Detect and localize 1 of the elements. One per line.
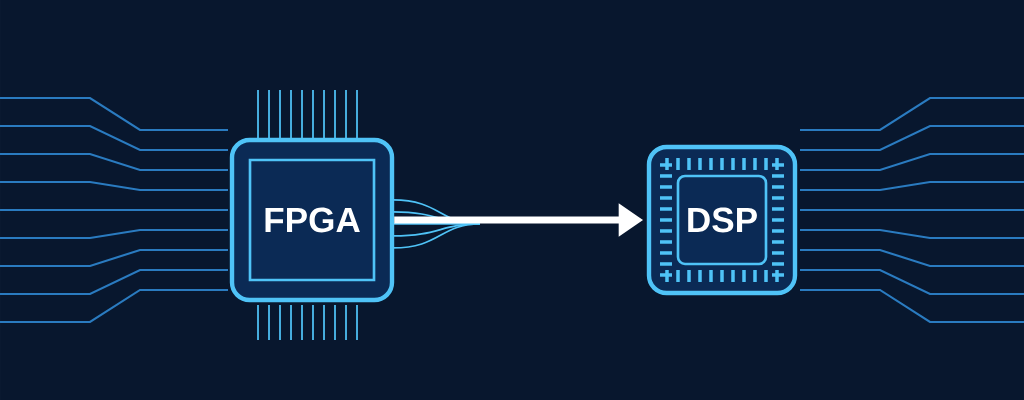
chip-box: FPGA: [229, 137, 395, 303]
